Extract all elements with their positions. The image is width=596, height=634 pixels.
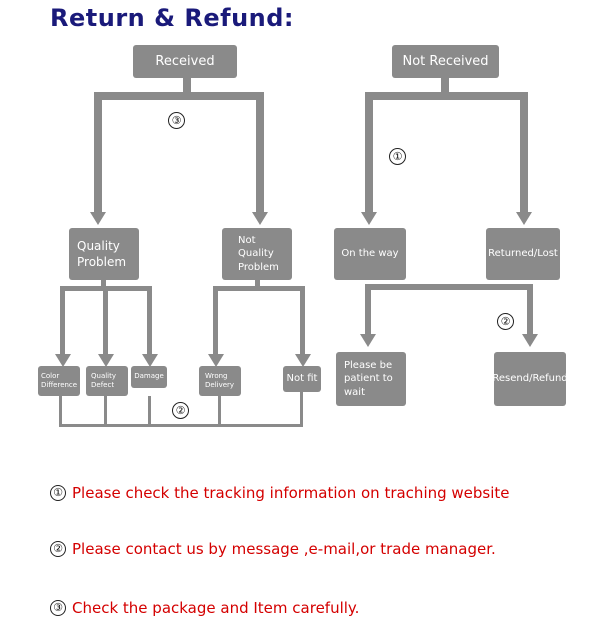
connector (255, 280, 260, 288)
note-2-text: Please contact us by message ,e-mail,or … (72, 540, 496, 558)
on-the-way-box: On the way (334, 228, 406, 280)
arrow-down-icon (98, 354, 114, 367)
connector (441, 78, 449, 96)
damage-box: Damage (131, 366, 167, 388)
arrow-down-icon (208, 354, 224, 367)
arrow-down-icon (522, 334, 538, 347)
connector (59, 396, 62, 426)
connector (213, 286, 218, 356)
connector (147, 286, 152, 356)
connector (103, 286, 108, 356)
note-2: ② Please contact us by message ,e-mail,o… (50, 540, 496, 558)
connector (60, 286, 65, 356)
connector (300, 286, 305, 356)
arrow-down-icon (361, 212, 377, 225)
quality-defect-box: Quality Defect (86, 366, 128, 396)
page-title: Return & Refund: (50, 4, 295, 32)
connector (104, 396, 107, 426)
note-1: ① Please check the tracking information … (50, 484, 510, 502)
marker-1: ① (50, 485, 66, 501)
not-received-box: Not Received (392, 45, 499, 78)
marker-2: ② (50, 541, 66, 557)
marker-3: ③ (168, 112, 185, 129)
connector (94, 92, 102, 214)
connector (213, 286, 305, 291)
connector (300, 392, 303, 426)
arrow-down-icon (252, 212, 268, 225)
connector (365, 92, 528, 100)
connector (365, 92, 373, 214)
connector (520, 92, 528, 214)
arrow-down-icon (142, 354, 158, 367)
marker-2: ② (172, 402, 189, 419)
note-1-text: Please check the tracking information on… (72, 484, 510, 502)
color-difference-box: Color Difference (38, 366, 80, 396)
wrong-delivery-box: Wrong Delivery (199, 366, 241, 396)
not-quality-problem-box: Not Quality Problem (222, 228, 292, 280)
connector (183, 78, 191, 96)
note-3-text: Check the package and Item carefully. (72, 599, 360, 617)
connector (256, 92, 264, 214)
arrow-down-icon (90, 212, 106, 225)
connector (527, 284, 533, 336)
connector (148, 396, 151, 426)
note-3: ③ Check the package and Item carefully. (50, 599, 359, 617)
connector (365, 284, 371, 336)
arrow-down-icon (295, 354, 311, 367)
received-box: Received (133, 45, 237, 78)
connector (365, 284, 533, 290)
arrow-down-icon (55, 354, 71, 367)
not-fit-box: Not fit (283, 366, 321, 392)
connector (59, 424, 303, 427)
marker-3: ③ (50, 600, 66, 616)
marker-1: ① (389, 148, 406, 165)
connector (101, 280, 106, 288)
arrow-down-icon (516, 212, 532, 225)
please-be-patient-box: Please be patient to wait (336, 352, 406, 406)
resend-refund-box: Resend/Refund (492, 352, 568, 406)
arrow-down-icon (360, 334, 376, 347)
quality-problem-box: Quality Problem (69, 228, 139, 280)
marker-2: ② (497, 313, 514, 330)
connector (94, 92, 264, 100)
connector (218, 396, 221, 426)
returned-lost-box: Returned/Lost (486, 228, 560, 280)
